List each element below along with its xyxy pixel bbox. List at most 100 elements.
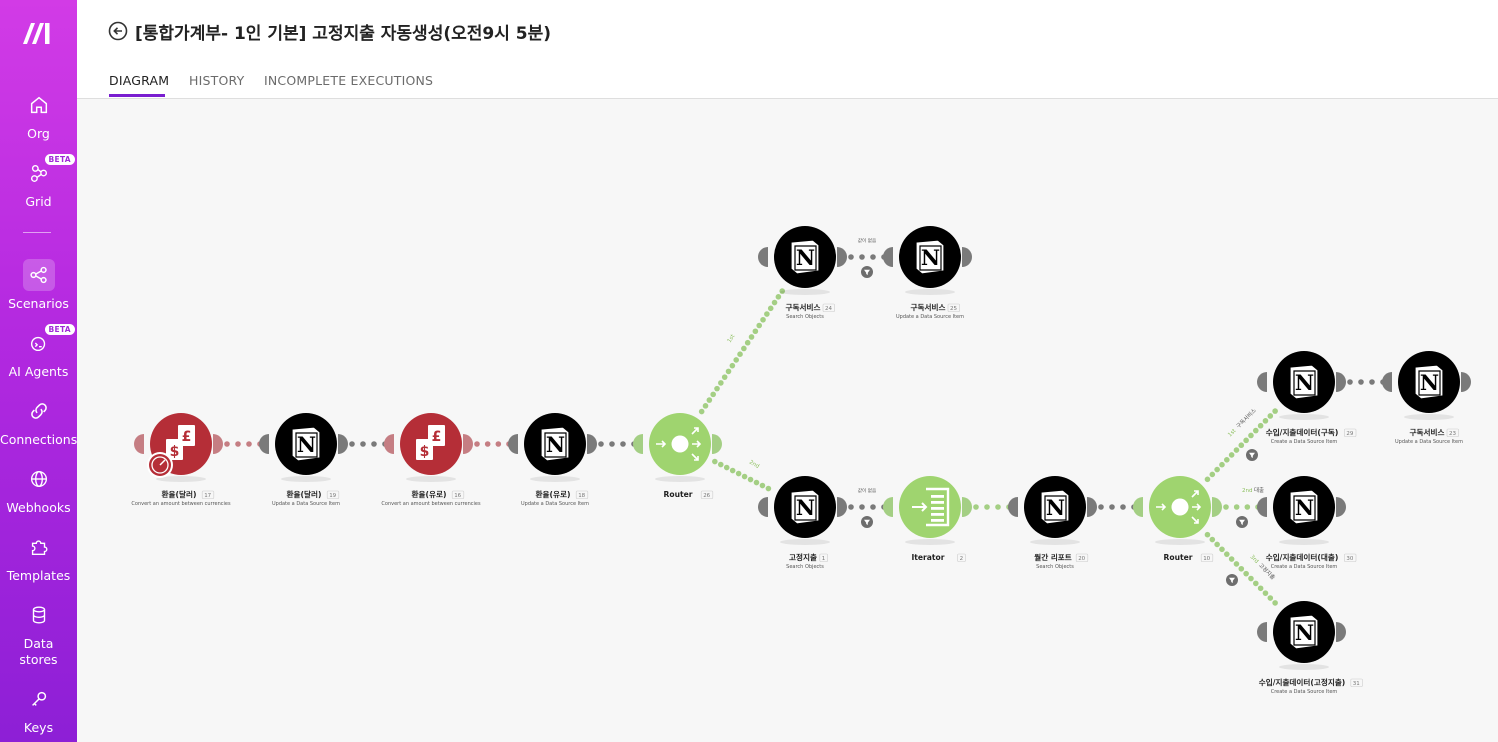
module-input-handle[interactable]	[384, 434, 394, 454]
module-input-handle[interactable]	[1257, 497, 1267, 517]
module-output-handle[interactable]	[463, 434, 473, 454]
module-id: 26	[703, 493, 710, 499]
connection-m10-m30[interactable]	[1223, 504, 1261, 510]
sidebar-item-grid[interactable]: BETA Grid	[0, 154, 77, 210]
tab-history[interactable]: HISTORY	[189, 73, 245, 88]
sidebar-item-webhooks[interactable]: Webhooks	[0, 463, 77, 516]
sidebar-item-label: Connections	[0, 432, 78, 447]
module-output-handle[interactable]	[1336, 622, 1346, 642]
connection-m26-m24[interactable]	[698, 288, 786, 415]
connection-m2-m20[interactable]	[973, 504, 1012, 510]
module-output-handle[interactable]	[338, 434, 348, 454]
module-output-handle[interactable]	[213, 434, 223, 454]
sidebar-item-scenarios[interactable]: Scenarios	[0, 259, 77, 312]
module-circle[interactable]	[899, 476, 961, 538]
sidebar-item-org[interactable]: Org	[0, 89, 77, 142]
connection-m20-m10[interactable]	[1098, 504, 1137, 510]
sidebar-item-templates[interactable]: Templates	[0, 531, 77, 584]
connection-m18-m26[interactable]	[598, 441, 637, 447]
connection-m17-m19[interactable]	[224, 441, 263, 447]
module-input-handle[interactable]	[758, 497, 768, 517]
connection-m19-m16[interactable]	[349, 441, 388, 447]
connection-dot	[1214, 466, 1220, 473]
make-logo-icon[interactable]	[21, 20, 55, 46]
module-label: 환율(유로)	[536, 489, 571, 499]
tab-diagram[interactable]: DIAGRAM	[109, 73, 170, 88]
scenario-header: [통합가계부- 1인 기본] 고정지출 자동생성(오전9시 5분) DIAGRA…	[77, 0, 1498, 99]
connection-m26-m1[interactable]	[712, 458, 772, 492]
connection-dot	[1272, 600, 1278, 606]
database-icon	[32, 606, 45, 624]
module-input-handle[interactable]	[1008, 497, 1018, 517]
connection-m10-m31[interactable]	[1204, 531, 1278, 606]
svg-text:N: N	[1295, 370, 1314, 395]
svg-text:N: N	[921, 245, 940, 270]
connection-m29-m23[interactable]	[1347, 379, 1386, 385]
module-input-handle[interactable]	[1257, 372, 1267, 392]
module-input-handle[interactable]	[1133, 497, 1143, 517]
module-input-handle[interactable]	[1382, 372, 1392, 392]
module-input-handle[interactable]	[883, 247, 893, 267]
back-arrow-icon[interactable]	[108, 21, 128, 41]
module-input-handle[interactable]	[758, 247, 768, 267]
module-output-handle[interactable]	[587, 434, 597, 454]
sidebar-item-connections[interactable]: Connections	[0, 395, 77, 448]
sidebar-item-label: Templates	[6, 568, 71, 583]
module-input-handle[interactable]	[259, 434, 269, 454]
module-output-handle[interactable]	[1336, 372, 1346, 392]
connection-dot	[756, 322, 763, 329]
module-input-handle[interactable]	[633, 434, 643, 454]
svg-text:N: N	[796, 495, 815, 520]
connection-dot	[246, 441, 252, 447]
module-output-handle[interactable]	[1087, 497, 1097, 517]
link-icon	[30, 403, 47, 419]
filter-icon[interactable]	[1226, 574, 1238, 586]
module-output-handle[interactable]	[837, 497, 847, 517]
module-output-handle[interactable]	[962, 247, 972, 267]
module-output-handle[interactable]	[962, 497, 972, 517]
module-id: 2	[960, 556, 964, 562]
sidebar-item-keys[interactable]: Keys	[0, 683, 77, 736]
connection-dot	[1257, 585, 1264, 592]
tab-incomplete-executions[interactable]: INCOMPLETE EXECUTIONS	[264, 73, 434, 88]
filter-icon[interactable]	[1236, 516, 1248, 528]
module-output-handle[interactable]	[1212, 497, 1222, 517]
connection-m16-m18[interactable]	[474, 441, 512, 447]
connection-m1-m2[interactable]	[848, 504, 887, 510]
module-input-handle[interactable]	[508, 434, 518, 454]
module-input-handle[interactable]	[883, 497, 893, 517]
module-label: 수입/지출데이터(대출)	[1266, 552, 1339, 562]
module-output-handle[interactable]	[837, 247, 847, 267]
schedule-clock-icon[interactable]	[147, 452, 173, 478]
module-output-handle[interactable]	[1336, 497, 1346, 517]
module-input-handle[interactable]	[1257, 622, 1267, 642]
connection-m10-m29[interactable]	[1204, 408, 1278, 483]
filter-icon[interactable]	[861, 516, 873, 528]
sidebar-item-ai-agents[interactable]: BETA AI Agents	[0, 324, 77, 380]
sidebar-item-data-stores[interactable]: Data stores	[0, 599, 77, 668]
module-output-handle[interactable]	[1461, 372, 1471, 392]
connection-dot	[748, 334, 755, 340]
filter-icon[interactable]	[1246, 449, 1258, 461]
connection-m24-m25[interactable]	[848, 254, 887, 260]
module-input-handle[interactable]	[134, 434, 144, 454]
filter-icon[interactable]	[861, 266, 873, 278]
module-output-handle[interactable]	[712, 434, 722, 454]
